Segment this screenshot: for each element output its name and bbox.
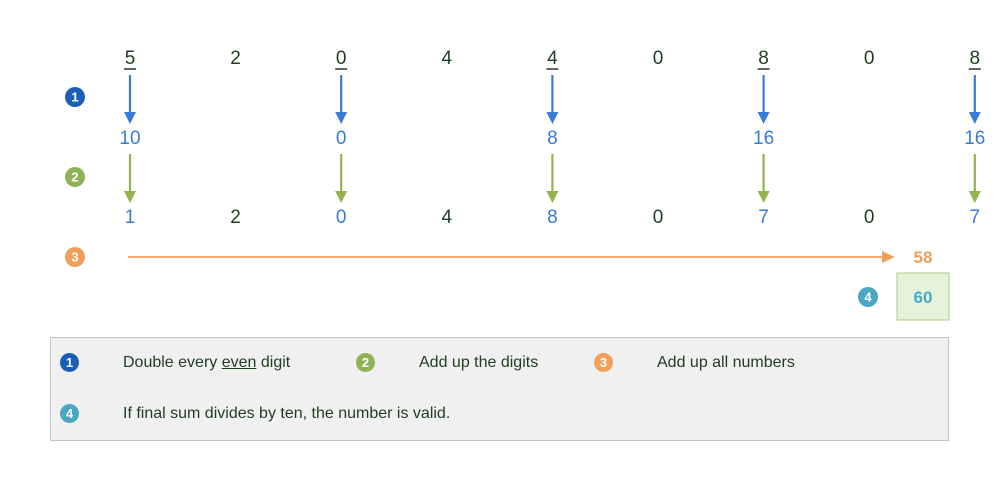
card-digit: 8: [970, 48, 981, 69]
step-4-badge: 4: [60, 404, 79, 423]
digit-sum-value: 8: [547, 207, 558, 228]
digit-sum-value: 4: [442, 207, 453, 228]
double-arrow: [335, 75, 348, 124]
doubled-value: 16: [964, 128, 985, 149]
legend-step-4-text: If final sum divides by ten, the number …: [123, 404, 451, 422]
doubled-value: 16: [753, 128, 774, 149]
doubled-value: 0: [336, 128, 347, 149]
digit-sum-arrow: [546, 154, 559, 203]
card-digit: 4: [442, 48, 453, 69]
legend-step-1-text: Double every even digit: [123, 354, 290, 372]
legend-step-2-text: Add up the digits: [419, 353, 539, 371]
digit-sum-value: 0: [336, 207, 347, 228]
legend-step-1-text-a: Double every: [123, 353, 222, 371]
step-2-badge: 2: [65, 167, 85, 187]
doubled-value: 8: [547, 128, 558, 149]
doubled-value: 10: [119, 128, 140, 149]
digit-sum-value: 2: [230, 207, 241, 228]
step-1-badge: 1: [60, 353, 79, 372]
legend-step-4: 4 If final sum divides by ten, the numbe…: [60, 404, 450, 423]
card-digit: 4: [547, 48, 558, 69]
legend-step-1: 1 Double every even digit: [60, 353, 290, 372]
digit-sum-value: 7: [970, 207, 981, 228]
card-digit: 0: [653, 48, 664, 69]
double-arrow: [546, 75, 559, 124]
step-4-badge-number: 4: [864, 290, 872, 305]
step-2-badge-number: 2: [361, 355, 370, 370]
legend-step-3: 3 Add up all numbers: [594, 353, 795, 372]
step-3-badge: 3: [594, 353, 613, 372]
double-arrow: [968, 75, 981, 124]
final-result-box: [896, 272, 950, 321]
step-2-badge-number: 2: [71, 170, 78, 185]
digit-sum-arrow: [335, 154, 348, 203]
step-1-badge-number: 1: [65, 355, 74, 370]
digit-sum-arrow: [757, 154, 770, 203]
step-3-badge-number: 3: [71, 250, 78, 265]
digit-sum-arrow: [968, 154, 981, 203]
card-digit: 0: [864, 48, 875, 69]
step-4-badge-number: 4: [65, 406, 74, 421]
double-arrow: [124, 75, 136, 124]
step-1-badge: 1: [65, 87, 85, 107]
step-3-badge: 3: [65, 247, 85, 267]
legend-panel: 1 Double every even digit 2 Add up the d…: [50, 337, 949, 441]
card-digit: 2: [230, 48, 241, 69]
sum-arrowhead: [882, 251, 895, 263]
step-1-badge-number: 1: [71, 90, 78, 105]
digit-sum-arrow: [124, 154, 136, 203]
digit-sum-value: 7: [758, 207, 769, 228]
digit-sum-value: 0: [653, 207, 664, 228]
card-digit: 0: [336, 48, 347, 69]
legend-step-3-text: Add up all numbers: [657, 353, 795, 371]
step-3-badge-number: 3: [599, 355, 608, 370]
card-digit: 8: [758, 48, 769, 69]
legend-step-1-text-b: digit: [256, 353, 291, 371]
sum-value: 58: [914, 248, 933, 267]
digit-sum-value: 1: [125, 207, 136, 228]
legend-step-2: 2 Add up the digits: [356, 353, 538, 372]
final-value: 60: [914, 288, 933, 307]
legend-step-1-underlined-word: even: [221, 353, 257, 371]
digit-sum-value: 0: [864, 207, 875, 228]
double-arrow: [757, 75, 770, 124]
step-2-badge: 2: [356, 353, 375, 372]
card-digit: 5: [125, 48, 136, 69]
step-4-badge: 4: [858, 287, 878, 307]
